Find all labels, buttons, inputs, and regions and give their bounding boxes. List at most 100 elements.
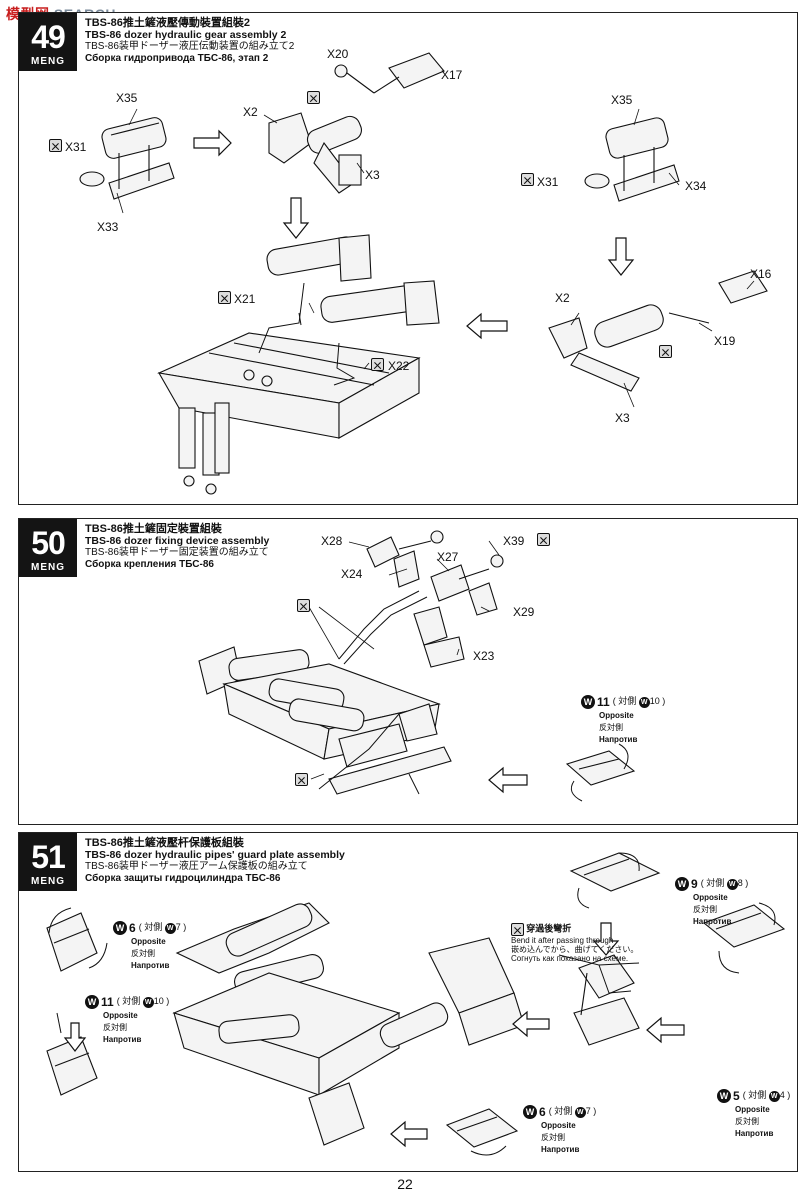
step-51-titles: TBS-86推土鏟液壓杆保護板組裝 TBS-86 dozer hydraulic… xyxy=(85,837,345,885)
opposite-prefix: 対側 xyxy=(748,1090,767,1101)
step-50-drawing xyxy=(198,530,636,802)
no-cement-icon xyxy=(659,345,672,358)
step-50-badge: 50 MENG xyxy=(19,519,77,577)
step-51-badge: 51 MENG xyxy=(19,833,77,891)
no-cement-icon xyxy=(371,358,384,371)
opposite-part-number: 8 xyxy=(737,878,743,889)
step-51-panel: 51 MENG TBS-86推土鏟液壓杆保護板組裝 TBS-86 dozer h… xyxy=(18,832,798,1172)
title-ru: Сборка гидропривода ТБС-86, этап 2 xyxy=(85,53,269,64)
label-x35: X35 xyxy=(116,91,138,105)
label-x17: X17 xyxy=(441,68,463,82)
step-50-panel: 50 MENG TBS-86推土鏟固定裝置組裝 TBS-86 dozer fix… xyxy=(18,518,798,825)
bend-instruction: 穿過後彎折 Bend it after passing through 嵌め込ん… xyxy=(511,923,638,963)
opposite-en: Opposite xyxy=(131,937,166,946)
title-ja: TBS-86装甲ドーザー液圧伝動装置の組み立て2 xyxy=(85,41,295,52)
label-x21: X21 xyxy=(234,292,256,306)
bend-note-ja: 嵌め込んでから、曲げてください。 xyxy=(511,945,639,954)
brand-logo: MENG xyxy=(31,56,65,67)
opposite-part-number: 10 xyxy=(153,996,164,1007)
opposite-en: Opposite xyxy=(103,1011,138,1020)
label-x24: X24 xyxy=(341,567,363,581)
opposite-ru: Напротив xyxy=(541,1145,580,1154)
opposite-en: Opposite xyxy=(735,1105,770,1114)
opposite-ru: Напротив xyxy=(131,961,170,970)
opposite-ja: 反対側 xyxy=(599,723,623,732)
w-sprue-icon: W xyxy=(726,878,738,890)
step-number: 51 xyxy=(31,839,66,875)
opposite-ru: Напротив xyxy=(735,1129,774,1138)
brand-logo: MENG xyxy=(31,876,65,887)
title-en: TBS-86 dozer hydraulic gear assembly 2 xyxy=(85,29,287,41)
label-x39: X39 xyxy=(503,534,525,548)
title-ja: TBS-86装甲ドーザー液圧アーム保護板の組み立て xyxy=(85,861,308,872)
w-sprue-icon: W xyxy=(675,877,689,891)
opposite-ru: Напротив xyxy=(693,917,732,926)
label-x31: X31 xyxy=(65,140,87,154)
step-number: 49 xyxy=(31,19,66,55)
no-cement-icon xyxy=(295,773,308,786)
part-number: 11 xyxy=(597,695,610,709)
label-x34: X34 xyxy=(685,179,707,193)
no-cement-icon xyxy=(521,173,534,186)
step-49-drawing xyxy=(79,52,768,495)
w-sprue-icon: W xyxy=(142,996,154,1008)
step-49-badge: 49 MENG xyxy=(19,13,77,71)
title-en: TBS-86 dozer hydraulic pipes' guard plat… xyxy=(85,849,345,861)
opposite-prefix: 対側 xyxy=(122,996,141,1007)
title-en: TBS-86 dozer fixing device assembly xyxy=(85,535,270,547)
bend-note-en: Bend it after passing through xyxy=(511,936,614,945)
label-x3: X3 xyxy=(365,168,380,182)
no-cement-icon xyxy=(218,291,231,304)
label-x27: X27 xyxy=(437,550,459,564)
part-number: 5 xyxy=(733,1089,740,1103)
label-x22: X22 xyxy=(388,359,410,373)
opposite-ja: 反対側 xyxy=(541,1133,565,1142)
opposite-part-number: 10 xyxy=(649,696,660,707)
label-x20: X20 xyxy=(327,47,349,61)
step-50-titles: TBS-86推土鏟固定裝置組裝 TBS-86 dozer fixing devi… xyxy=(85,523,269,571)
part-number: 11 xyxy=(101,995,114,1009)
opposite-ja: 反対側 xyxy=(693,905,717,914)
label-x31: X31 xyxy=(537,175,559,189)
title-ru: Сборка защиты гидроцилиндра ТБС-86 xyxy=(85,873,281,884)
label-x33: X33 xyxy=(97,220,119,234)
label-x3: X3 xyxy=(615,411,630,425)
w-sprue-icon: W xyxy=(574,1106,586,1118)
bend-note-zh: 穿過後彎折 xyxy=(526,923,572,934)
no-cement-icon xyxy=(537,533,550,546)
label-x19: X19 xyxy=(714,334,736,348)
opposite-part-number: 4 xyxy=(779,1090,785,1101)
opposite-prefix: 対側 xyxy=(144,922,163,933)
title-zh: TBS-86推土鏟液壓杆保護板組裝 xyxy=(85,837,244,849)
opposite-part-number: 7 xyxy=(585,1106,591,1117)
opposite-part-number: 7 xyxy=(175,922,181,933)
no-cement-icon xyxy=(297,599,310,612)
step-49-panel: 49 MENG TBS-86推土鏟液壓傳動裝置組裝2 TBS-86 dozer … xyxy=(18,12,798,505)
no-cement-icon xyxy=(49,139,62,152)
title-zh: TBS-86推土鏟固定裝置組裝 xyxy=(85,523,222,535)
brand-logo: MENG xyxy=(31,562,65,573)
opposite-prefix: 対側 xyxy=(706,878,725,889)
page-number: 22 xyxy=(397,1176,413,1192)
opposite-en: Opposite xyxy=(541,1121,576,1130)
step-49-titles: TBS-86推土鏟液壓傳動裝置組裝2 TBS-86 dozer hydrauli… xyxy=(85,17,294,65)
label-x2: X2 xyxy=(555,291,570,305)
part-number: 9 xyxy=(691,877,698,891)
part-number: 6 xyxy=(129,921,136,935)
step-51-drawing xyxy=(46,852,786,1156)
w-sprue-icon: W xyxy=(581,695,595,709)
bend-note-ru: Согнуть как показано на схеме. xyxy=(511,954,629,963)
opposite-ja: 反対側 xyxy=(103,1023,127,1032)
label-x29: X29 xyxy=(513,605,535,619)
title-ja: TBS-86装甲ドーザー固定装置の組み立て xyxy=(85,547,269,558)
no-cement-icon xyxy=(511,923,524,936)
